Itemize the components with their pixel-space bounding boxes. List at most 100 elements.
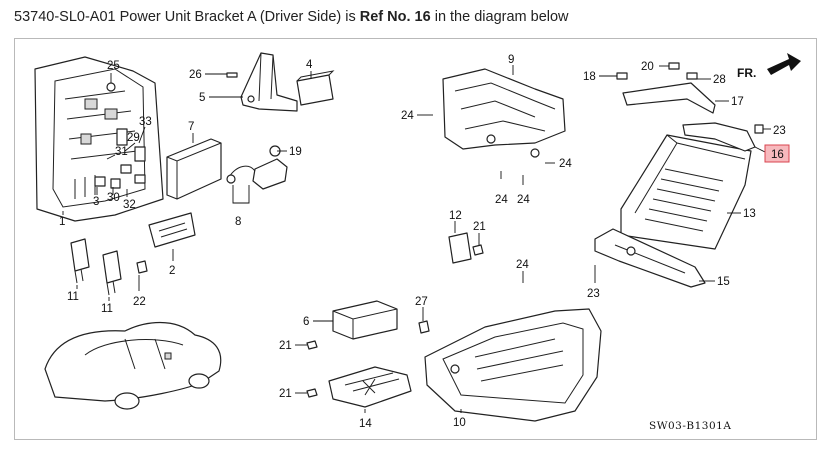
callout-label: 7 [188, 121, 194, 133]
callout-24a[interactable]: 24 [401, 110, 433, 122]
callout-26[interactable]: 26 [189, 69, 227, 81]
relay-4-drawing [296, 70, 335, 106]
callout-10[interactable]: 10 [453, 409, 466, 429]
callout-label: 32 [123, 199, 136, 211]
callout-23a[interactable]: 23 [587, 265, 600, 300]
callout-label: 16 [771, 149, 784, 161]
power-unit-14-drawing [620, 134, 752, 250]
callout-28[interactable]: 28 [697, 74, 726, 86]
caption: 53740-SL0-A01 Power Unit Bracket A (Driv… [14, 9, 569, 25]
callout-label: 24 [559, 158, 572, 170]
front-label: FR. [737, 66, 756, 80]
callout-label: 3 [93, 196, 99, 208]
callout-label: 23 [773, 125, 786, 137]
callout-8[interactable]: 8 [232, 185, 250, 228]
bracket-9-drawing [442, 68, 566, 158]
callout-label: 21 [279, 388, 292, 400]
parts-diagram: FR. 25 26 5 4 7 33 29 31 30 3 [34, 52, 801, 432]
relay-12-drawing [448, 232, 484, 264]
callout-label: 25 [107, 60, 120, 72]
callout-label: 9 [508, 54, 514, 66]
callout-17[interactable]: 17 [715, 96, 744, 108]
callout-label: 30 [107, 192, 120, 204]
callout-label: 6 [303, 316, 309, 328]
callout-13[interactable]: 14 [359, 409, 372, 430]
callout-30[interactable]: 30 [107, 187, 120, 204]
callout-label: 10 [453, 417, 466, 429]
bracket-15-drawing [594, 228, 706, 288]
callout-21c[interactable]: 21 [473, 221, 486, 245]
callout-14[interactable]: 13 [727, 208, 756, 220]
callout-27[interactable]: 27 [415, 296, 428, 321]
callout-21a[interactable]: 21 [279, 340, 307, 352]
sensor-8-drawing [226, 145, 288, 190]
callout-label: 22 [133, 296, 146, 308]
callout-label: 11 [101, 303, 113, 315]
callout-24d[interactable]: 24 [545, 158, 572, 170]
callout-label: 13 [743, 208, 756, 220]
callout-label: 17 [731, 96, 744, 108]
callout-label: 1 [59, 216, 65, 228]
callout-32[interactable]: 32 [123, 189, 136, 211]
callout-label: 11 [67, 291, 79, 303]
unit-6-drawing [306, 300, 398, 350]
callout-label: 29 [127, 132, 140, 144]
callout-4[interactable]: 4 [306, 59, 313, 79]
callout-24c[interactable]: 24 [517, 175, 530, 206]
callout-label: 8 [235, 216, 241, 228]
callout-label: 19 [289, 146, 302, 158]
callout-18[interactable]: 18 [583, 71, 617, 83]
callout-3[interactable]: 3 [93, 187, 99, 208]
drawing-code: SW03-B1301A [649, 420, 731, 432]
callout-7[interactable]: 7 [188, 121, 194, 143]
part-number: 53740-SL0-A01 [14, 9, 116, 25]
callout-label: 20 [641, 61, 654, 73]
callout-6[interactable]: 6 [303, 316, 333, 328]
car-silhouette-drawing [44, 322, 222, 410]
callout-12[interactable]: 12 [449, 210, 462, 233]
callout-label: 24 [495, 194, 508, 206]
callout-label: 18 [583, 71, 596, 83]
callout-16[interactable]: 16 [754, 144, 790, 163]
fuse-box-drawing [34, 56, 164, 222]
callout-1[interactable]: 1 [59, 211, 65, 228]
callout-label: 4 [306, 59, 313, 71]
callout-25[interactable]: 25 [107, 60, 120, 83]
callout-9[interactable]: 9 [508, 54, 514, 75]
callout-29[interactable]: 29 [124, 132, 140, 152]
ref-number: Ref No. 16 [359, 9, 431, 25]
callout-label: 21 [473, 221, 486, 233]
front-direction-indicator: FR. [737, 53, 801, 80]
caption-suffix: in the diagram below [434, 9, 569, 25]
callout-24b[interactable]: 24 [495, 171, 508, 206]
part-description: Power Unit Bracket A (Driver Side) [119, 9, 342, 25]
callout-label: 33 [139, 116, 152, 128]
highlight-box [764, 144, 790, 163]
callout-31[interactable]: 31 [106, 146, 128, 160]
bracket-17-drawing [616, 62, 716, 114]
callout-20[interactable]: 20 [641, 61, 669, 73]
diagram-frame: FR. 25 26 5 4 7 33 29 31 30 3 [14, 38, 817, 440]
callout-23b[interactable]: 23 [763, 125, 786, 137]
callout-21b[interactable]: 21 [279, 388, 307, 400]
callout-33[interactable]: 33 [138, 116, 152, 144]
callout-label: 5 [199, 92, 205, 104]
callout-label: 14 [359, 418, 372, 430]
callout-label: 2 [169, 265, 175, 277]
callout-5[interactable]: 5 [199, 92, 243, 104]
callout-24e[interactable]: 24 [516, 259, 529, 283]
bracket-2-drawing [148, 212, 196, 248]
callout-label: 24 [401, 110, 414, 122]
callout-19[interactable]: 19 [277, 146, 302, 158]
callout-15[interactable]: 15 [699, 276, 730, 288]
callout-label: 27 [415, 296, 428, 308]
front-arrow-icon [767, 53, 801, 75]
unit-13-drawing [306, 366, 412, 408]
callout-2[interactable]: 2 [169, 249, 175, 277]
callout-11b[interactable]: 11 [101, 297, 113, 315]
cover-10-drawing [418, 308, 602, 422]
callout-22[interactable]: 22 [133, 275, 146, 308]
callout-label: 21 [279, 340, 292, 352]
callout-11a[interactable]: 11 [67, 285, 79, 303]
is-text: is [345, 9, 356, 25]
